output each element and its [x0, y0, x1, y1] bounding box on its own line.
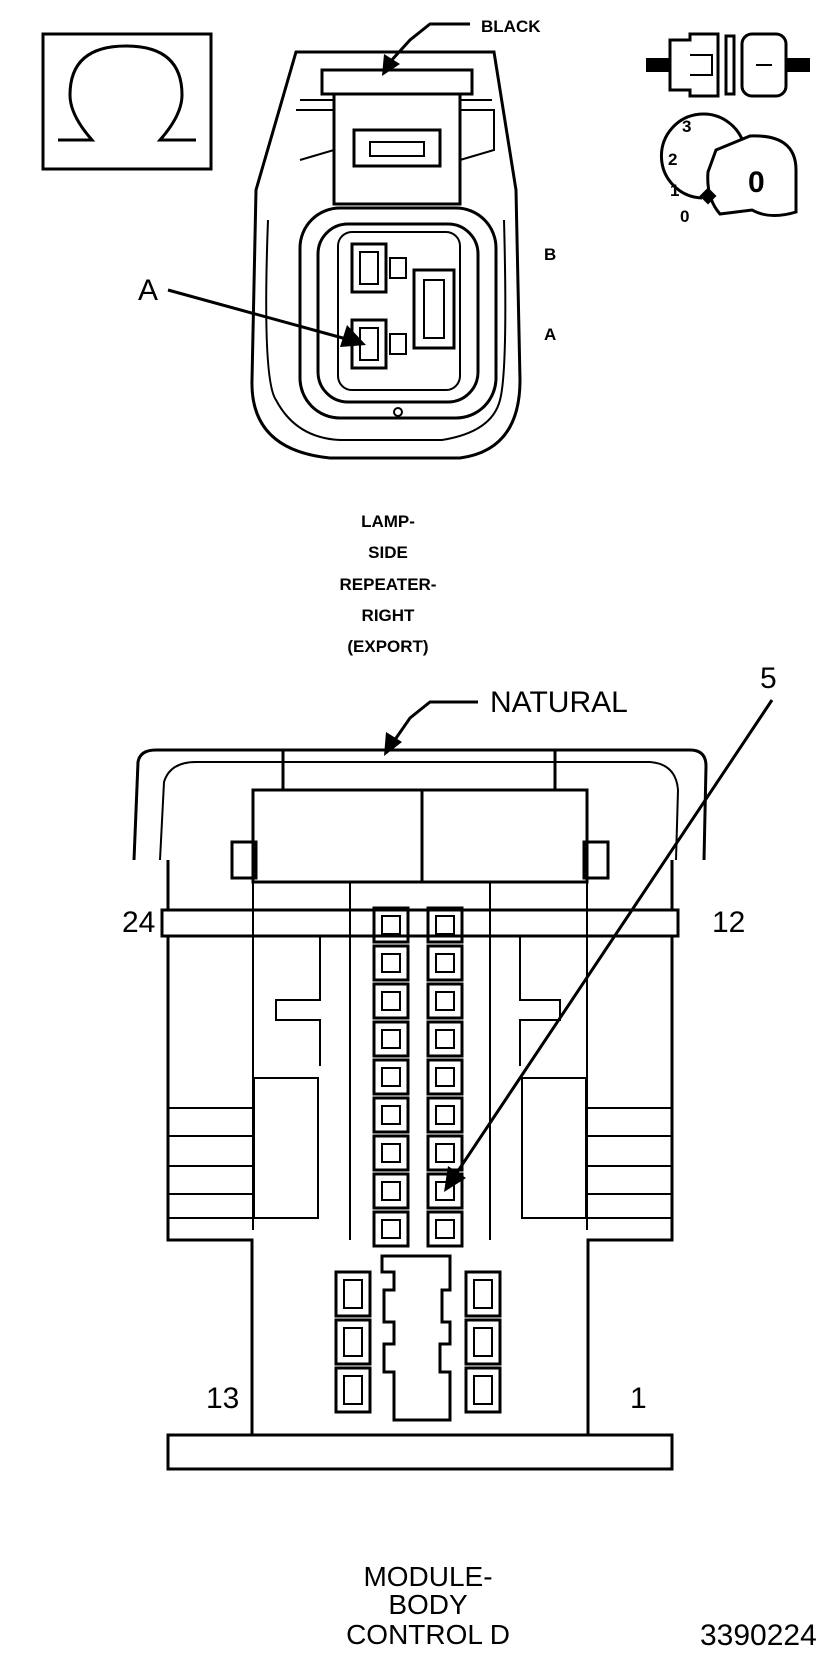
connector-b-pin-label-top-right: 12	[712, 906, 745, 939]
connector-disconnected-icon	[646, 32, 810, 98]
connector-b-color-label: NATURAL	[490, 686, 628, 719]
connector-b-pin-label-top-left: 24	[122, 906, 155, 939]
connector-a-color-label: BLACK	[481, 17, 541, 36]
ignition-position-2: 2	[668, 150, 677, 169]
connector-a-name-line-5: (EXPORT)	[347, 637, 428, 656]
connector-a-name-line-1: LAMP-	[361, 512, 415, 531]
connector-b-name-line-3: CONTROL D	[346, 1619, 510, 1650]
connector-a-name-line-4: RIGHT	[362, 606, 416, 625]
connector-a-pin-label-a: A	[544, 325, 556, 344]
lower-terminal-cavities	[334, 1254, 502, 1422]
connector-b-name-line-1: MODULE-	[363, 1561, 492, 1592]
terminal-cavity-grid	[372, 906, 464, 1248]
connector-b-name: MODULE- BODY CONTROL D	[346, 1561, 510, 1650]
connector-a-name-line-3: REPEATER-	[340, 575, 437, 594]
ignition-position-3: 3	[682, 117, 691, 136]
ignition-position-0: 0	[680, 207, 689, 226]
ignition-key-label: 0	[748, 166, 765, 199]
connector-a-pin-label-b: B	[544, 245, 556, 264]
connector-a-name: LAMP- SIDE REPEATER- RIGHT (EXPORT)	[340, 512, 437, 656]
connector-b-callout-label: 5	[760, 662, 777, 695]
connector-a-callout-label: A	[138, 274, 158, 307]
connector-b-pin-label-bottom-right: 1	[630, 1382, 647, 1415]
connector-a-name-line-2: SIDE	[368, 543, 408, 562]
ignition-position-1: 1	[670, 181, 679, 200]
connector-lamp-side-repeater: BLACK A B A	[138, 17, 556, 460]
connector-b-pin-label-bottom-left: 13	[206, 1382, 239, 1415]
figure-number: 3390224	[700, 1619, 817, 1652]
connector-body-control-module: NATURAL	[122, 662, 777, 1471]
ohm-symbol-icon	[41, 32, 213, 171]
connector-b-name-line-2: BODY	[388, 1589, 468, 1620]
ignition-key-icon: 3 2 1 0 0	[659, 112, 798, 226]
